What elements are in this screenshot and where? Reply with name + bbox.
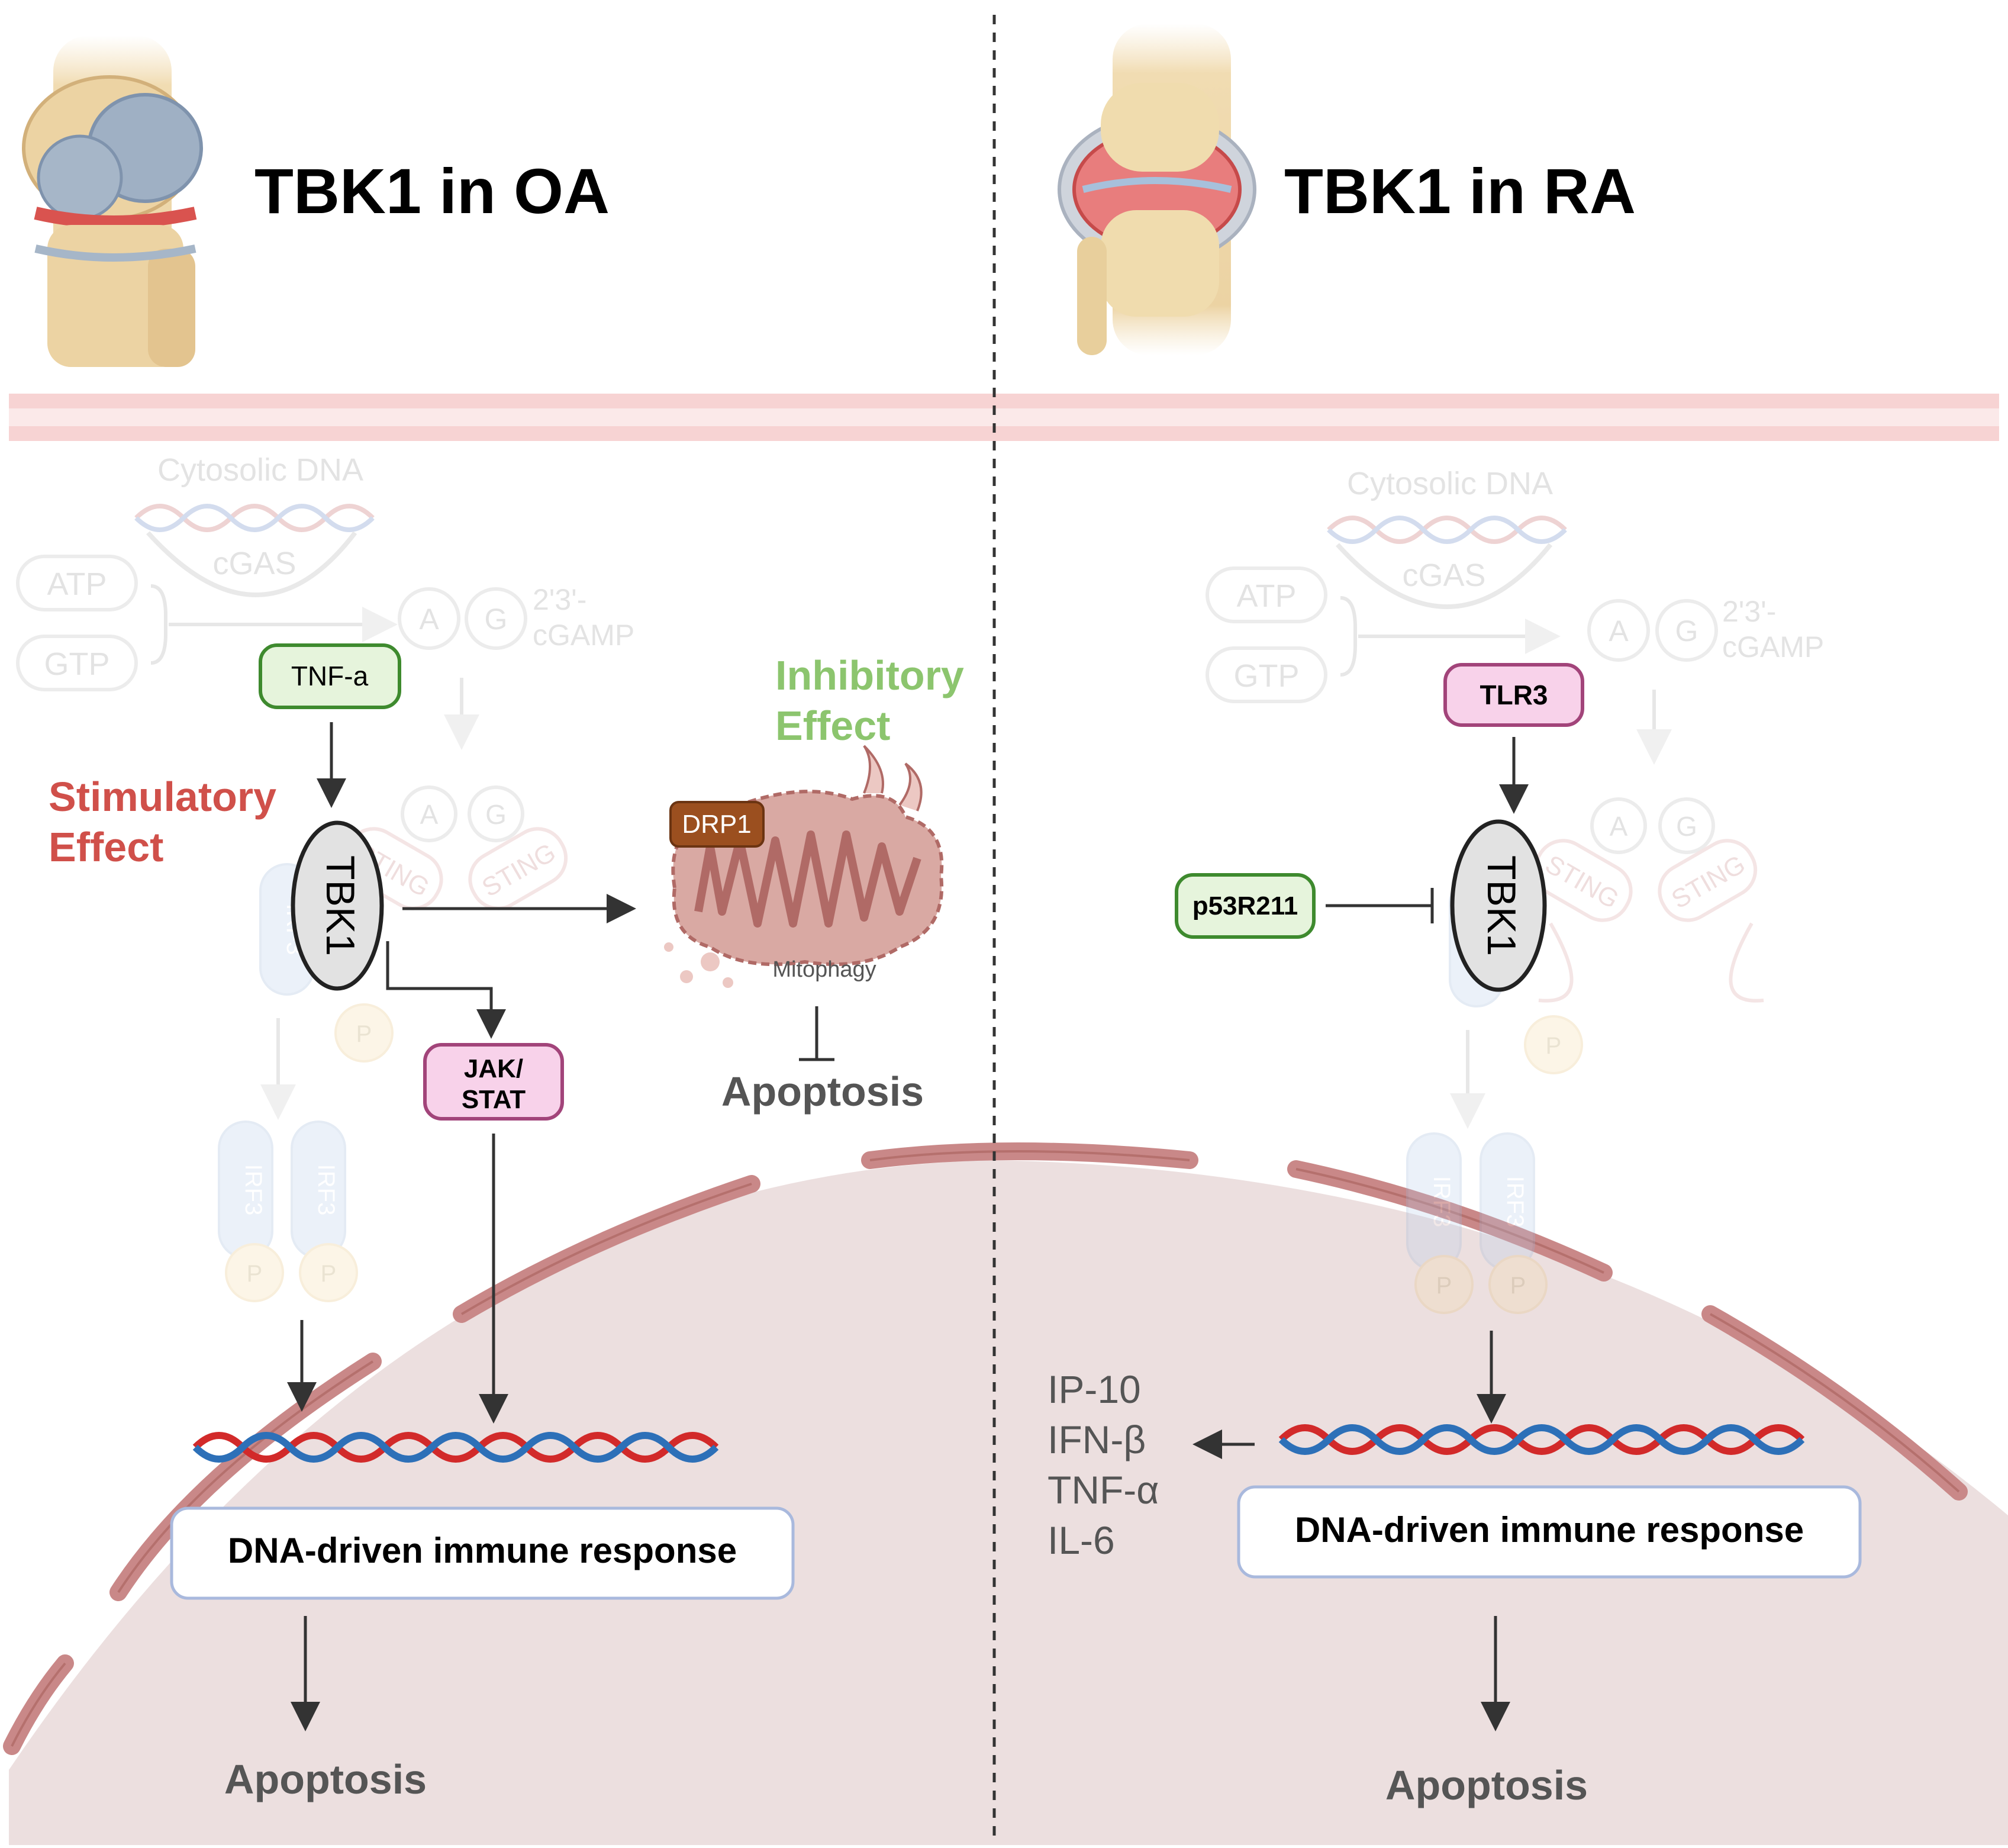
cytokine-0: IP-10 — [1047, 1367, 1141, 1411]
svg-text:P: P — [1436, 1273, 1452, 1299]
arrow-tbk1-jak — [386, 941, 506, 1039]
apoptosis-oa: Apoptosis — [224, 1756, 427, 1802]
svg-text:A: A — [1609, 614, 1629, 648]
inhibit-p53-tbk1 — [1326, 888, 1434, 923]
jak-label-2: STAT — [462, 1085, 526, 1114]
inhibit-mitophagy-apoptosis — [799, 1006, 834, 1061]
cgamp-label-1: 2'3'- — [533, 583, 586, 616]
atp-label: ATP — [47, 566, 107, 602]
tbk1-ra-label: TBK1 — [1479, 855, 1524, 956]
svg-text:STING: STING — [1540, 849, 1624, 915]
tlr3-box: TLR3 — [1443, 663, 1584, 727]
tbk1-oa: TBK1 — [291, 820, 384, 991]
tbk1-ra: TBK1 — [1450, 819, 1547, 992]
drp1-badge: DRP1 — [669, 801, 765, 848]
gtp-box — [16, 635, 138, 691]
ra-title: TBK1 in RA — [1284, 155, 1636, 227]
svg-text:IRF3: IRF3 — [1429, 1176, 1455, 1228]
inhibitory-effect-1: Inhibitory — [775, 652, 964, 698]
mitochondrion — [664, 745, 944, 988]
svg-text:P: P — [321, 1261, 337, 1287]
inhibitory-effect-2: Effect — [775, 703, 890, 749]
svg-text:GTP: GTP — [1233, 658, 1299, 694]
svg-text:P: P — [247, 1261, 263, 1287]
svg-text:P: P — [1546, 1033, 1562, 1059]
svg-text:A: A — [420, 799, 439, 830]
atp-box — [16, 555, 138, 611]
cytokine-2: TNF-α — [1047, 1468, 1159, 1512]
stimulatory-effect-1: Stimulatory — [49, 774, 276, 820]
tlr3-label: TLR3 — [1480, 680, 1548, 710]
svg-text:ATP: ATP — [1236, 578, 1296, 614]
gtp-label: GTP — [44, 646, 109, 682]
svg-text:cGAS: cGAS — [1402, 558, 1485, 593]
cell-membrane — [9, 394, 1999, 441]
dna-helix-ra — [1278, 1424, 1805, 1455]
irf3-dimer-1 — [218, 1121, 273, 1259]
cytosolic-dna-label: Cytosolic DNA — [157, 452, 363, 488]
cytokine-1: IFN-β — [1047, 1418, 1146, 1461]
svg-text:STING: STING — [477, 838, 560, 903]
cgas-enzyme — [146, 531, 357, 597]
svg-text:A: A — [1610, 811, 1628, 842]
dna-helix-oa — [192, 1432, 719, 1463]
stimulatory-effect-2: Effect — [49, 824, 163, 870]
oa-title: TBK1 in OA — [254, 155, 610, 227]
svg-text:P: P — [356, 1021, 372, 1047]
oa-knee-illustration — [22, 36, 203, 367]
nucleus-left — [9, 1160, 994, 1845]
p53r211-label: p53R211 — [1192, 891, 1298, 920]
cytokine-list: IP-10 IFN-β TNF-α IL-6 — [1047, 1367, 1159, 1562]
cytokine-3: IL-6 — [1047, 1518, 1115, 1562]
svg-text:G: G — [1676, 811, 1697, 842]
sting-2 — [468, 827, 568, 910]
immune-response-box-oa: DNA-driven immune response — [170, 1506, 795, 1600]
oa-faded-pathway: Cytosolic DNA cGAS ATP GTP A G 2'3'- cGA… — [16, 452, 634, 1302]
svg-text:IRF3: IRF3 — [1502, 1176, 1528, 1228]
irf3-dimer-2 — [291, 1121, 346, 1259]
cgamp-a: A — [419, 603, 439, 636]
tbk1-oa-label: TBK1 — [318, 855, 363, 956]
cgamp-label-2: cGAMP — [533, 619, 634, 652]
ra-knee-illustration — [1058, 24, 1256, 355]
tnfa-label: TNF-a — [291, 661, 369, 691]
apoptosis-mito: Apoptosis — [721, 1068, 924, 1115]
p53r211-box: p53R211 — [1175, 873, 1316, 939]
immune-response-oa-label: DNA-driven immune response — [228, 1531, 737, 1570]
tnfa-box: TNF-a — [259, 643, 401, 709]
svg-text:cGAMP: cGAMP — [1722, 630, 1824, 664]
svg-text:Cytosolic DNA: Cytosolic DNA — [1347, 466, 1553, 501]
cgamp-g: G — [485, 603, 508, 636]
immune-response-ra-label: DNA-driven immune response — [1295, 1510, 1804, 1550]
cgas-label: cGAS — [212, 546, 296, 581]
apoptosis-ra: Apoptosis — [1385, 1762, 1588, 1808]
svg-text:2'3'-: 2'3'- — [1722, 595, 1776, 628]
svg-text:STING: STING — [1667, 849, 1750, 915]
immune-response-box-ra: DNA-driven immune response — [1237, 1485, 1862, 1579]
jak-label-1: JAK/ — [464, 1054, 523, 1083]
ra-faded-pathway: Cytosolic DNA cGAS ATP GTP A G 2'3'- cGA… — [1206, 466, 1824, 1314]
jak-stat-box: JAK/ STAT — [423, 1043, 564, 1121]
svg-text:IRF3: IRF3 — [313, 1164, 339, 1216]
svg-text:G: G — [485, 799, 507, 830]
drp1-label: DRP1 — [682, 810, 751, 839]
svg-text:IRF3: IRF3 — [240, 1164, 266, 1216]
svg-text:G: G — [1675, 614, 1698, 648]
svg-text:P: P — [1510, 1273, 1526, 1299]
mitophagy-label: Mitophagy — [772, 957, 876, 982]
